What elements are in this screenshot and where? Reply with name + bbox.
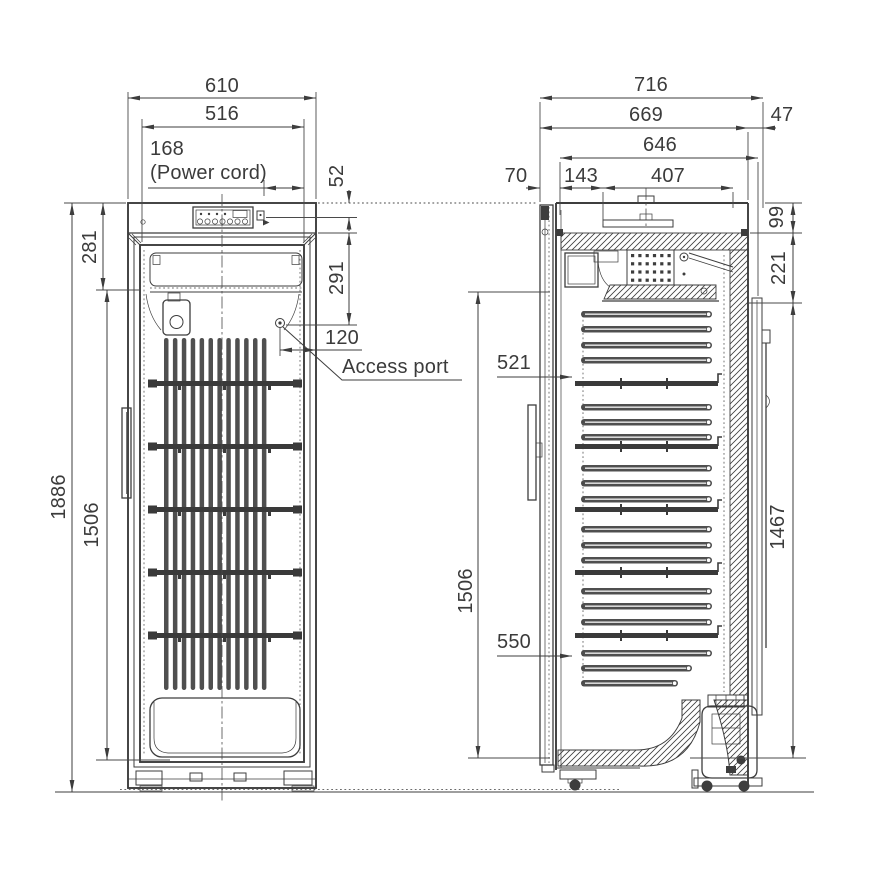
dim-side-upper-mark: 521: [497, 352, 531, 374]
dim-front-panel-offset: 52: [326, 164, 348, 188]
dim-side-door-depth: 70: [504, 165, 528, 187]
side-coil-bars: [581, 311, 712, 687]
dim-side-rear-clearance: 47: [770, 104, 794, 126]
ground-line: [55, 789, 814, 793]
dim-side-lower-mark: 550: [497, 631, 531, 653]
access-port-marker: [275, 318, 285, 328]
dim-front-width-interior: 516: [205, 103, 239, 125]
dim-front-power-cord: 168: [150, 138, 184, 160]
evaporator-grille-dots: [631, 254, 671, 282]
front-shelves: [148, 379, 302, 642]
front-coil-tubes: [164, 338, 267, 690]
dim-front-height-overall: 1886: [48, 474, 70, 520]
dim-side-interior-height: 1506: [455, 568, 477, 614]
access-port-label: Access port: [342, 356, 449, 378]
dim-front-top-section: 281: [79, 230, 101, 264]
front-dimensions: [64, 92, 538, 792]
dim-front-interior-height: 1506: [81, 502, 103, 548]
side-dimensions: [468, 95, 806, 759]
power-cord: [761, 329, 771, 648]
dim-side-depth-body: 669: [629, 104, 663, 126]
dim-front-interior-top: 291: [326, 261, 348, 295]
dim-side-depth-interior: 646: [643, 134, 677, 156]
front-door-handle: [121, 407, 132, 499]
power-cord-exit-marker: [256, 210, 270, 226]
front-view: [121, 194, 317, 803]
dim-side-rear-height: 1467: [767, 504, 789, 550]
side-door-handle: [527, 404, 543, 501]
door-hinge: [541, 206, 549, 236]
side-view: [527, 188, 771, 792]
front-caster: [559, 769, 597, 791]
dim-side-evap-zone: 221: [768, 251, 790, 285]
dim-front-access-offset: 120: [325, 327, 359, 349]
dim-side-depth-overall: 716: [634, 74, 668, 96]
dim-front-width-overall: 610: [205, 75, 239, 97]
dim-side-top-front-inset: 143: [564, 165, 598, 187]
dim-front-power-cord-note: (Power cord): [150, 162, 267, 184]
side-shelves: [575, 373, 722, 641]
dim-side-top-plate-width: 407: [651, 165, 685, 187]
dim-side-top-band: 99: [766, 205, 788, 229]
